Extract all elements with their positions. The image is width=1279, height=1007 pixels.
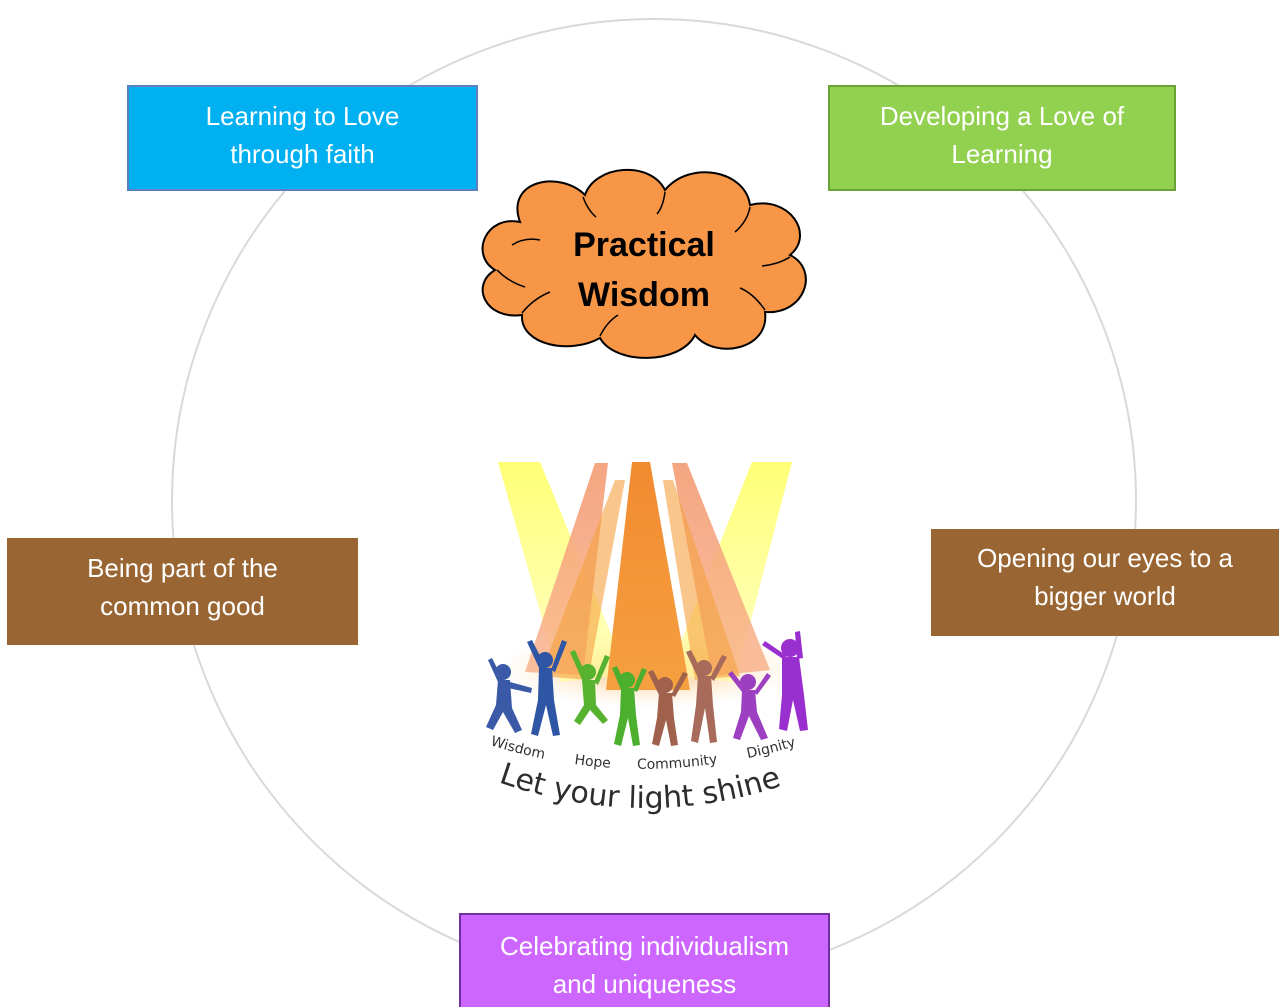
logo-value-community: Community	[637, 751, 718, 772]
practical-wisdom-cloud	[481, 168, 807, 359]
pillar-opening-our-eyes-to-bigger-world: Opening our eyes to a bigger world	[931, 529, 1279, 636]
pillar-label: Opening our eyes to a bigger world	[977, 543, 1233, 611]
let-your-light-shine-logo: Wisdom Hope Community Dignity Let your l…	[486, 462, 808, 816]
dancing-figures	[486, 631, 808, 746]
pillar-label: Learning to Love through faith	[205, 101, 400, 169]
pillar-developing-love-of-learning: Developing a Love of Learning	[828, 85, 1176, 191]
pillar-learning-to-love-through-faith: Learning to Love through faith	[127, 85, 478, 191]
pillar-label: Developing a Love of Learning	[879, 101, 1125, 169]
logo-value-hope: Hope	[574, 752, 612, 772]
pillar-celebrating-individualism-and-uniqueness: Celebrating individualism and uniqueness	[459, 913, 830, 1007]
pillar-label: Being part of the common good	[87, 553, 278, 621]
logo-value-wisdom: Wisdom	[489, 734, 547, 763]
logo-value-dignity: Dignity	[745, 734, 797, 762]
pillar-label: Celebrating individualism and uniqueness	[499, 931, 790, 999]
practical-wisdom-label: Practical Wisdom	[573, 226, 715, 314]
pillar-being-part-of-common-good: Being part of the common good	[7, 538, 358, 645]
